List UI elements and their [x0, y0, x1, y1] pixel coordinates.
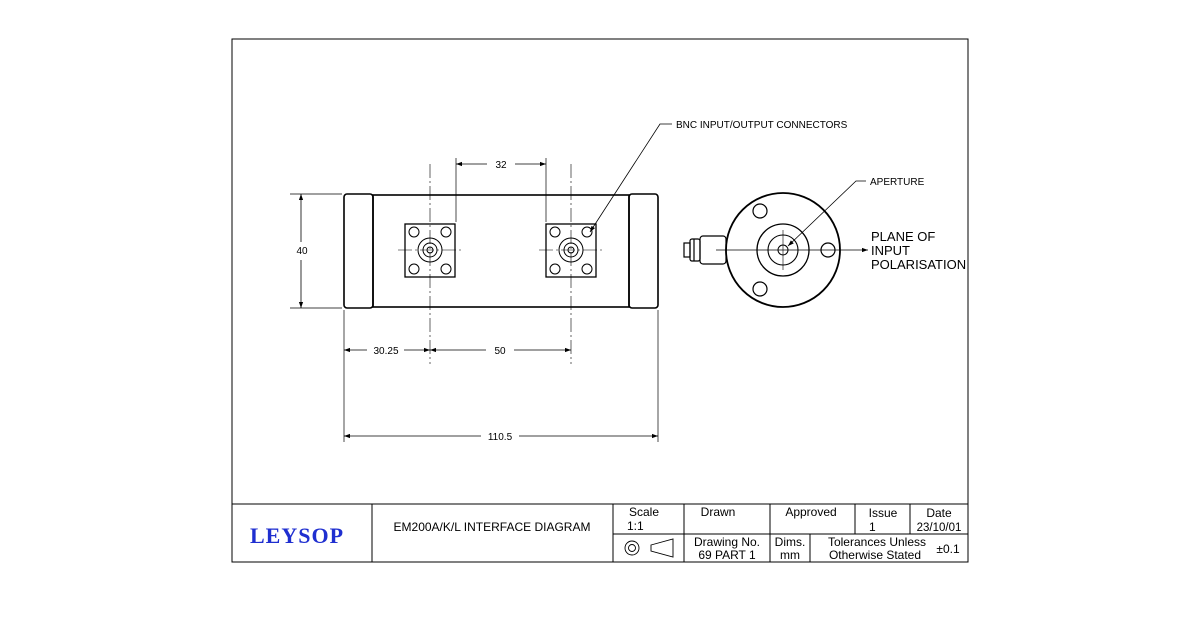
issue-label: Issue	[869, 506, 898, 520]
dim-end-offset: 30.25	[373, 346, 398, 357]
housing-body	[372, 194, 630, 308]
bnc-leader-line	[589, 123, 672, 233]
drawing-border	[231, 38, 969, 563]
tolerance-value: ±0.1	[936, 542, 960, 556]
label-polarisation-line1: PLANE OF	[871, 229, 935, 244]
left-end-cap	[343, 193, 374, 309]
drawing-number-label: Drawing No.	[694, 535, 760, 549]
mount-hole-bottom	[752, 281, 768, 297]
third-angle-projection-icon	[624, 538, 674, 558]
drawing-number-value: 69 PART 1	[698, 548, 756, 562]
tolerance-label-line2: Otherwise Stated	[829, 548, 921, 562]
label-aperture: APERTURE	[870, 177, 925, 188]
dims-value: mm	[780, 548, 800, 562]
scale-value: 1:1	[627, 519, 644, 533]
title-block	[232, 503, 968, 562]
scale-label: Scale	[629, 505, 659, 519]
dim-connector-spacing: 50	[494, 346, 506, 357]
date-value: 23/10/01	[917, 522, 962, 534]
label-polarisation-line3: POLARISATION	[871, 257, 966, 272]
issue-value: 1	[869, 520, 876, 534]
right-end-cap	[628, 193, 659, 309]
date-label: Date	[926, 506, 952, 520]
end-view	[683, 180, 868, 308]
aperture-leader-line	[787, 180, 866, 247]
drawn-label: Drawn	[701, 505, 736, 519]
front-view	[290, 123, 672, 442]
extension-lines	[290, 158, 659, 442]
dims-label: Dims.	[775, 535, 806, 549]
dimension-lines	[298, 161, 658, 439]
tolerance-label-line1: Tolerances Unless	[828, 535, 926, 549]
dim-overall-length: 110.5	[488, 432, 513, 443]
label-bnc-connectors: BNC INPUT/OUTPUT CONNECTORS	[676, 120, 848, 131]
mount-hole-top	[752, 203, 768, 219]
dim-center-spacing: 32	[495, 160, 507, 171]
dim-height: 40	[296, 246, 308, 257]
side-bnc-connector	[683, 235, 727, 265]
drawing-title: EM200A/K/L INTERFACE DIAGRAM	[394, 520, 591, 534]
connector-center-lines	[398, 164, 603, 364]
approved-label: Approved	[785, 505, 836, 519]
label-polarisation-line2: INPUT	[871, 243, 910, 258]
company-logo: LEYSOP	[250, 523, 344, 548]
